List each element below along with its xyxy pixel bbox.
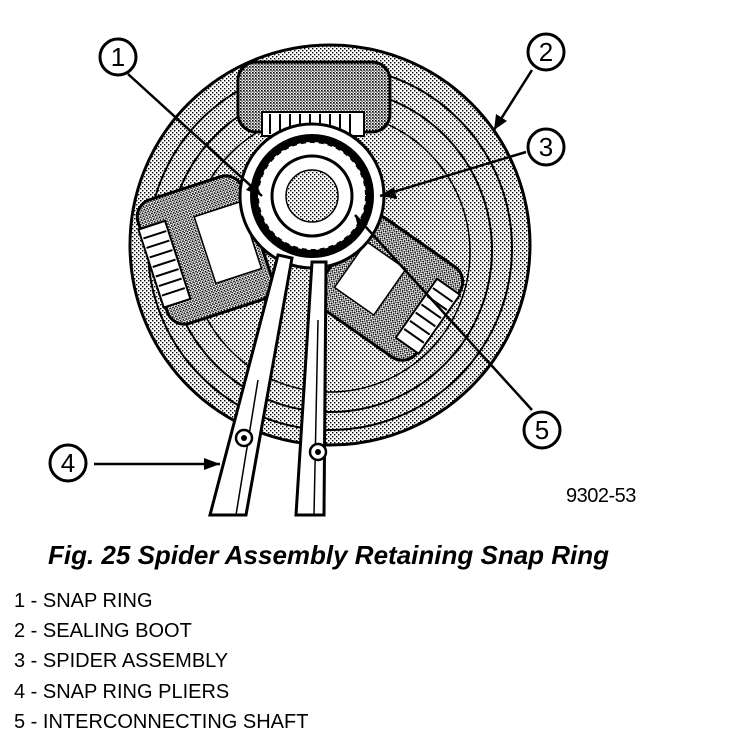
- callout-4: 4: [48, 443, 88, 483]
- legend-item: 2 - SEALING BOOT: [14, 620, 192, 643]
- figure-caption: Fig. 25 Spider Assembly Retaining Snap R…: [48, 540, 610, 570]
- callout-3: 3: [526, 127, 566, 167]
- svg-text:3: 3: [539, 132, 553, 162]
- spider-assembly-illustration: 1 2 3 4 5: [48, 32, 566, 517]
- legend-item: 5 - INTERCONNECTING SHAFT: [14, 710, 309, 733]
- leader-arrowheads: [204, 114, 507, 470]
- svg-text:4: 4: [61, 448, 75, 478]
- figure-code: 9302-53: [566, 485, 636, 507]
- legend-item: 4 - SNAP RING PLIERS: [14, 680, 230, 703]
- callout-2: 2: [526, 32, 566, 72]
- svg-text:2: 2: [539, 37, 553, 67]
- legend-item: 1 - SNAP RING: [14, 590, 153, 612]
- spider-assembly: [135, 60, 465, 362]
- callout-1: 1: [98, 37, 138, 77]
- svg-text:1: 1: [111, 42, 125, 72]
- callout-5: 5: [522, 410, 562, 450]
- snap-ring-pliers: [208, 253, 328, 517]
- legend-item: 3 - SPIDER ASSEMBLY: [14, 650, 229, 673]
- svg-text:5: 5: [535, 415, 549, 445]
- legend-list: 1 - SNAP RING 2 - SEALING BOOT 3 - SPIDE…: [14, 586, 308, 737]
